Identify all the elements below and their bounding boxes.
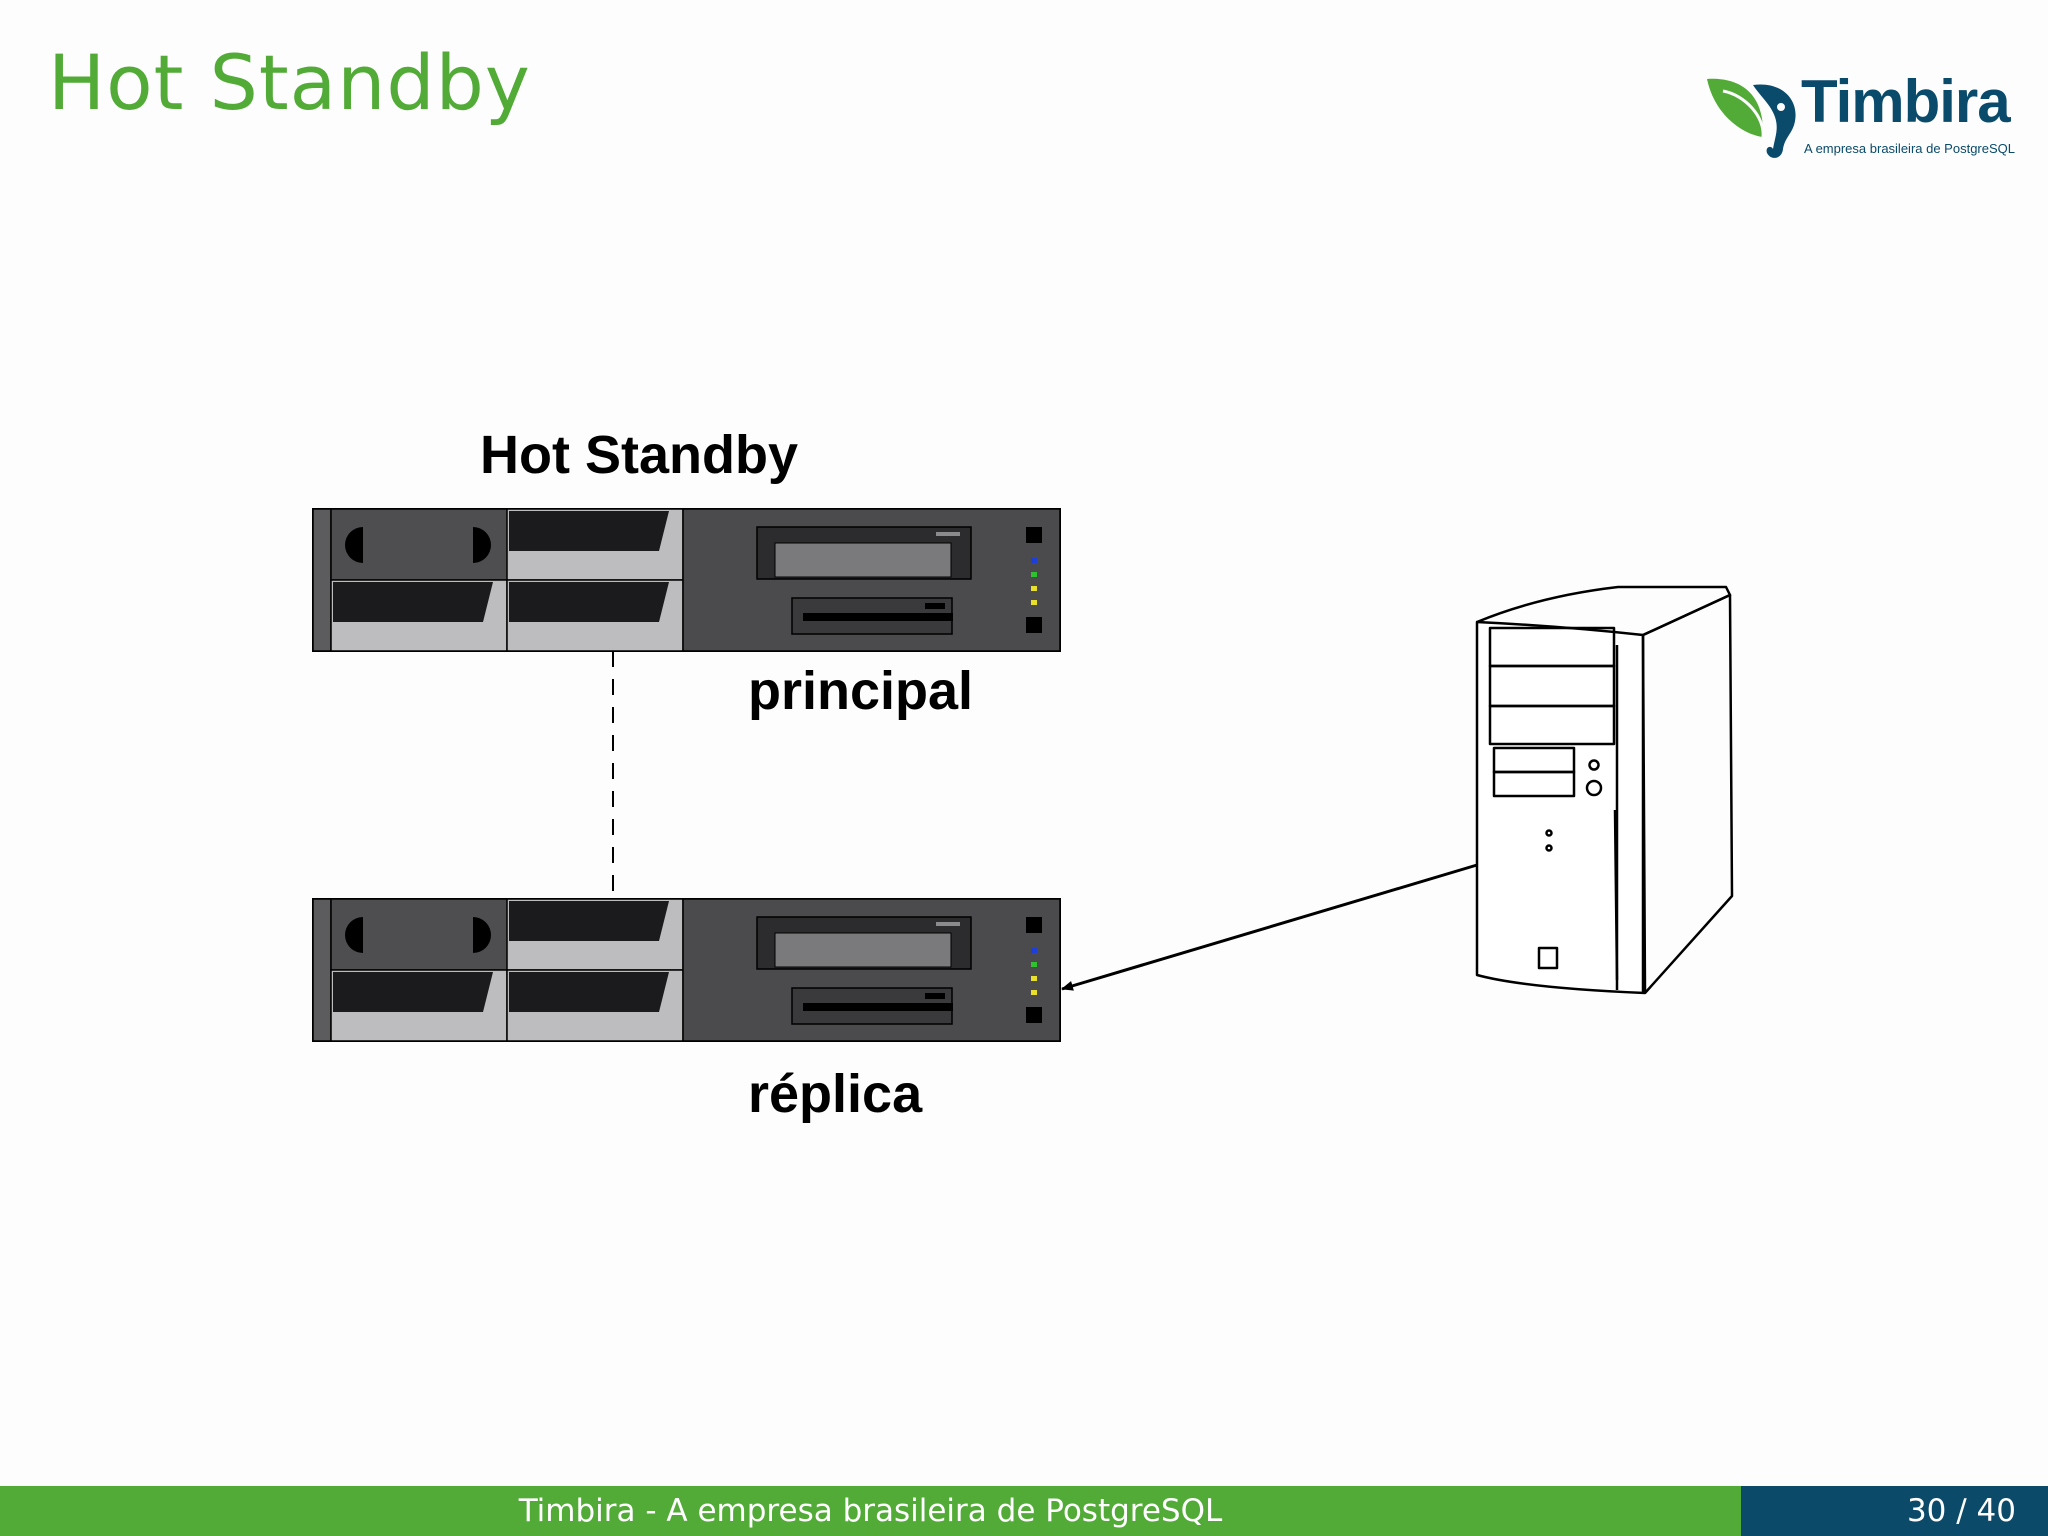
slide-title: Hot Standby [48,38,531,127]
client-connection-arrow [1061,863,1478,991]
replica-label: réplica [748,1064,923,1124]
timbira-logo: Timbira A empresa brasileira de PostgreS… [1705,68,2015,165]
logo-wordmark: Timbira [1801,68,2011,135]
diagram-caption: Hot Standby [480,425,798,485]
replica-server-icon [312,898,1061,1042]
hot-standby-diagram: Hot Standby principal réplica [312,425,1734,1124]
primary-server-icon [312,508,1061,652]
elephant-leaf-icon [1707,78,1796,158]
footer-text: Timbira - A empresa brasileira de Postgr… [518,1493,1223,1529]
logo-tagline: A empresa brasileira de PostgreSQL [1804,141,2015,156]
footer: Timbira - A empresa brasileira de Postgr… [0,1486,2048,1536]
primary-label: principal [748,661,973,721]
footer-right-panel: 30 / 40 [1741,1486,2048,1536]
footer-left-panel: Timbira - A empresa brasileira de Postgr… [0,1486,1741,1536]
desktop-tower-icon [1475,585,1734,995]
page-number: 30 / 40 [1906,1493,2016,1529]
